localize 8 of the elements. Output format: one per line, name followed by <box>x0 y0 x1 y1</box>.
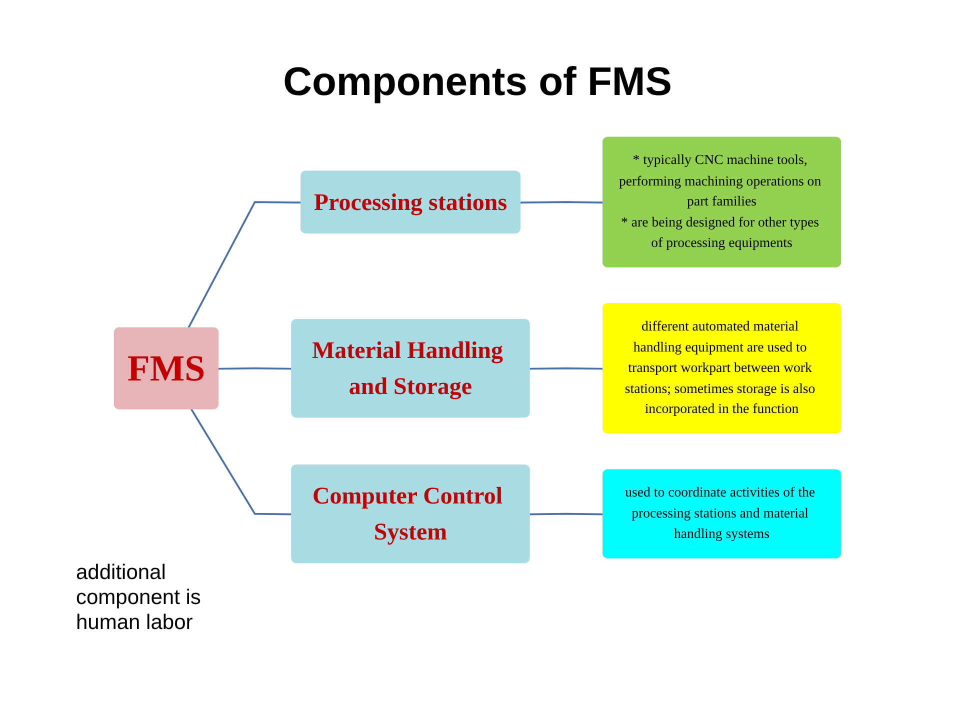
connector <box>530 512 604 516</box>
connector <box>530 367 604 370</box>
connector <box>218 367 292 370</box>
note-text: additional component is human labor <box>76 560 202 636</box>
title: Components of FMS <box>282 60 673 105</box>
connector <box>190 408 292 516</box>
connector <box>187 201 302 329</box>
connector <box>520 201 604 204</box>
